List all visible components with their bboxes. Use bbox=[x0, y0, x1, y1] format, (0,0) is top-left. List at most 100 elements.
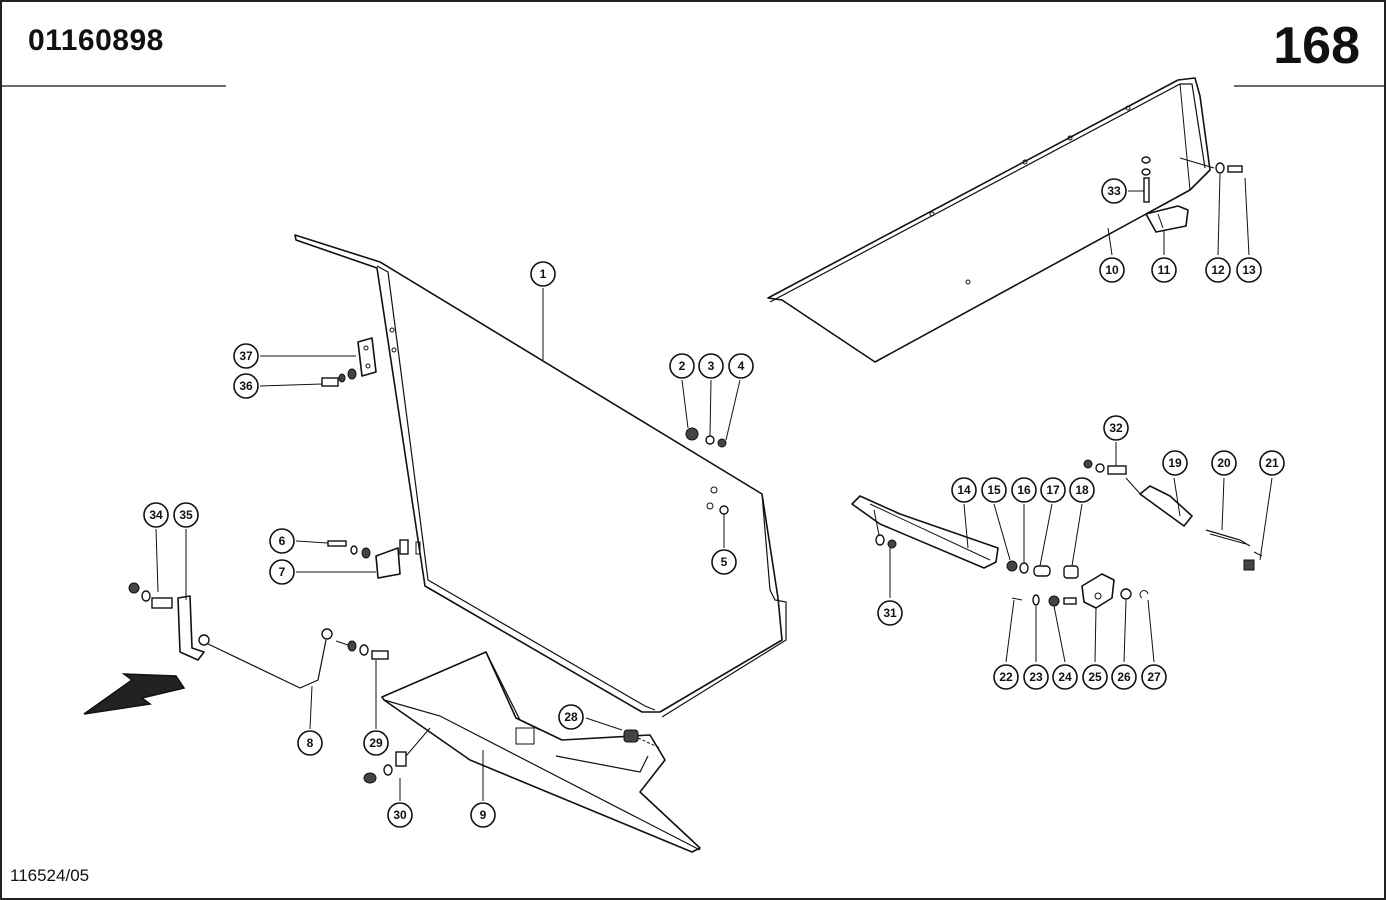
callout-36: 36 bbox=[233, 373, 259, 399]
hardware-32 bbox=[1083, 459, 1127, 475]
svg-text:23: 23 bbox=[1029, 670, 1043, 684]
callout-17: 17 bbox=[1040, 477, 1066, 503]
svg-text:26: 26 bbox=[1117, 670, 1131, 684]
svg-text:4: 4 bbox=[738, 359, 745, 373]
svg-text:17: 17 bbox=[1046, 483, 1060, 497]
callout-1: 1 bbox=[530, 261, 556, 287]
callout-16: 16 bbox=[1011, 477, 1037, 503]
hardware-30 bbox=[363, 727, 431, 784]
svg-text:12: 12 bbox=[1211, 263, 1225, 277]
document-number: 01160898 bbox=[28, 24, 164, 57]
svg-text:32: 32 bbox=[1109, 421, 1123, 435]
callout-35: 35 bbox=[173, 502, 199, 528]
hardware-15-18 bbox=[1006, 560, 1079, 579]
lever-14 bbox=[851, 495, 999, 569]
callout-29: 29 bbox=[363, 730, 389, 756]
svg-text:35: 35 bbox=[179, 508, 193, 522]
pin-20-21 bbox=[1205, 529, 1263, 571]
svg-text:29: 29 bbox=[369, 736, 383, 750]
callout-10: 10 bbox=[1099, 257, 1125, 283]
bracket-19 bbox=[1125, 477, 1193, 527]
svg-text:2: 2 bbox=[679, 359, 686, 373]
callout-32: 32 bbox=[1103, 415, 1129, 441]
callout-30: 30 bbox=[387, 802, 413, 828]
svg-text:25: 25 bbox=[1088, 670, 1102, 684]
svg-text:22: 22 bbox=[999, 670, 1013, 684]
svg-text:19: 19 bbox=[1168, 456, 1182, 470]
svg-text:33: 33 bbox=[1107, 184, 1121, 198]
svg-text:20: 20 bbox=[1217, 456, 1231, 470]
plate-25 bbox=[1081, 573, 1115, 609]
svg-text:28: 28 bbox=[564, 710, 578, 724]
hardware-28 bbox=[623, 729, 661, 749]
callout-34: 34 bbox=[143, 502, 169, 528]
callout-13: 13 bbox=[1236, 257, 1262, 283]
callout-5: 5 bbox=[711, 549, 737, 575]
svg-text:13: 13 bbox=[1242, 263, 1256, 277]
callout-28: 28 bbox=[558, 704, 584, 730]
leader-lines bbox=[155, 173, 1273, 801]
callout-21: 21 bbox=[1259, 450, 1285, 476]
callout-18: 18 bbox=[1069, 477, 1095, 503]
bottom-deflector bbox=[381, 651, 701, 853]
callout-26: 26 bbox=[1111, 664, 1137, 690]
callout-25: 25 bbox=[1082, 664, 1108, 690]
svg-text:31: 31 bbox=[883, 606, 897, 620]
callout-22: 22 bbox=[993, 664, 1019, 690]
callout-15: 15 bbox=[981, 477, 1007, 503]
svg-text:5: 5 bbox=[721, 555, 728, 569]
svg-text:8: 8 bbox=[307, 736, 314, 750]
hardware-33 bbox=[1141, 156, 1151, 203]
callout-24: 24 bbox=[1052, 664, 1078, 690]
callout-6: 6 bbox=[269, 528, 295, 554]
callout-9: 9 bbox=[470, 802, 496, 828]
svg-text:27: 27 bbox=[1147, 670, 1161, 684]
page-number: 168 bbox=[1273, 17, 1360, 75]
svg-text:16: 16 bbox=[1017, 483, 1031, 497]
callout-19: 19 bbox=[1162, 450, 1188, 476]
hardware-22-27 bbox=[1011, 588, 1149, 607]
callout-27: 27 bbox=[1141, 664, 1167, 690]
hardware-36 bbox=[321, 368, 357, 387]
svg-text:1: 1 bbox=[540, 267, 547, 281]
hardware-2-3-4 bbox=[685, 427, 727, 448]
svg-text:34: 34 bbox=[149, 508, 163, 522]
svg-text:24: 24 bbox=[1058, 670, 1072, 684]
callout-8: 8 bbox=[297, 730, 323, 756]
link-rod-8 bbox=[198, 628, 333, 689]
svg-text:18: 18 bbox=[1075, 483, 1089, 497]
svg-text:15: 15 bbox=[987, 483, 1001, 497]
side-panel bbox=[294, 234, 787, 718]
hardware-12-13 bbox=[1179, 157, 1243, 174]
svg-text:3: 3 bbox=[708, 359, 715, 373]
svg-text:9: 9 bbox=[480, 808, 487, 822]
svg-text:6: 6 bbox=[279, 534, 286, 548]
svg-text:30: 30 bbox=[393, 808, 407, 822]
callout-2: 2 bbox=[669, 353, 695, 379]
callout-31: 31 bbox=[877, 600, 903, 626]
callout-11: 11 bbox=[1151, 257, 1177, 283]
hardware-34 bbox=[128, 582, 173, 609]
reference-code: 116524/05 bbox=[10, 866, 90, 885]
svg-text:10: 10 bbox=[1105, 263, 1119, 277]
callout-37: 37 bbox=[233, 343, 259, 369]
svg-text:37: 37 bbox=[239, 349, 253, 363]
callout-3: 3 bbox=[698, 353, 724, 379]
hinge-7 bbox=[327, 539, 409, 579]
svg-text:7: 7 bbox=[279, 565, 286, 579]
callout-33: 33 bbox=[1101, 178, 1127, 204]
callout-20: 20 bbox=[1211, 450, 1237, 476]
svg-text:11: 11 bbox=[1158, 263, 1171, 277]
callout-23: 23 bbox=[1023, 664, 1049, 690]
callout-4: 4 bbox=[728, 353, 754, 379]
hardware-29 bbox=[335, 640, 389, 660]
svg-text:14: 14 bbox=[957, 483, 971, 497]
svg-text:36: 36 bbox=[239, 379, 253, 393]
bracket-11 bbox=[1145, 205, 1189, 233]
upper-shield bbox=[767, 77, 1211, 363]
link-plate-37 bbox=[357, 337, 377, 377]
direction-arrow bbox=[83, 673, 186, 715]
callout-12: 12 bbox=[1205, 257, 1231, 283]
